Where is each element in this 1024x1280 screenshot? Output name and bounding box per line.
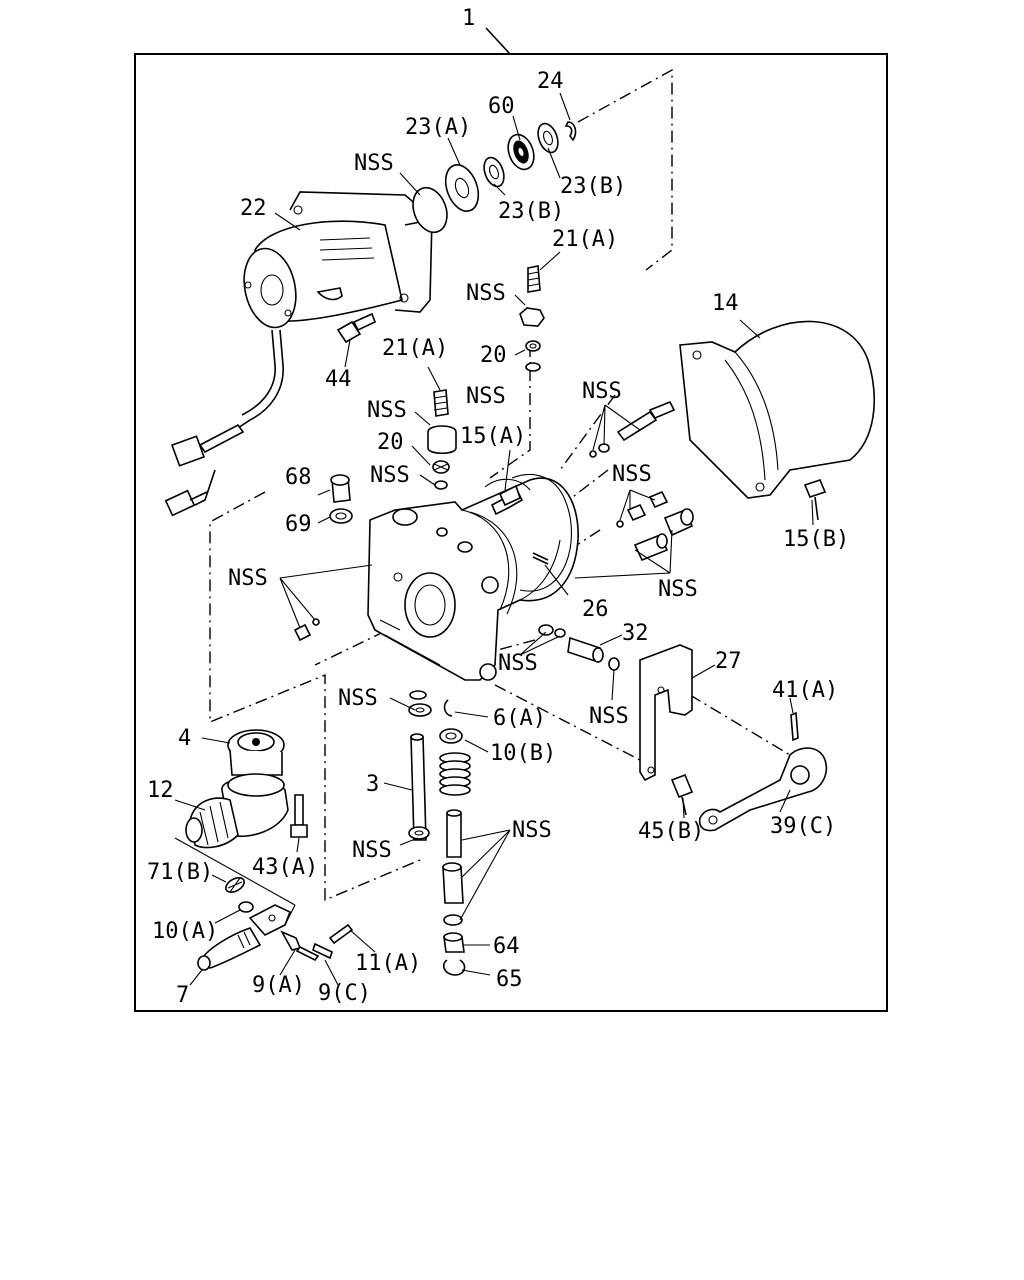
label-65: 65 [496, 967, 523, 992]
label-24: 24 [537, 69, 564, 94]
cap-4 [227, 729, 285, 776]
bracket-9 [248, 904, 354, 962]
lever-39c [698, 711, 827, 832]
label-nss-stack: NSS [512, 818, 552, 843]
label-1: 1 [462, 6, 475, 31]
label-nss-middle: NSS [498, 651, 538, 676]
label-44: 44 [325, 367, 352, 392]
label-39c: 39(C) [770, 814, 836, 839]
label-10b: 10(B) [490, 741, 556, 766]
left-plug-set [293, 618, 320, 642]
label-15a: 15(A) [460, 424, 526, 449]
label-69: 69 [285, 512, 312, 537]
label-nss-left: NSS [228, 566, 268, 591]
label-7: 7 [176, 983, 189, 1008]
label-27: 27 [715, 649, 742, 674]
label-nss-washer-lower: NSS [370, 463, 410, 488]
label-nss-fitting-lower: NSS [367, 398, 407, 423]
bottom-center-parts [408, 690, 463, 744]
label-23b-right: 23(B) [560, 174, 626, 199]
gasket-26 [511, 474, 572, 592]
label-20-upper: 20 [480, 343, 507, 368]
assembly-frame [134, 53, 888, 1012]
fitting-21a-upper [519, 265, 545, 372]
o-ring [412, 186, 448, 234]
label-nss-washer-upper: NSS [466, 384, 506, 409]
label-45b: 45(B) [638, 819, 704, 844]
spring-10b [439, 752, 471, 796]
label-22: 22 [240, 196, 267, 221]
label-nss-right: NSS [658, 577, 698, 602]
leader-lines [174, 92, 814, 986]
label-43a: 43(A) [252, 855, 318, 880]
label-nss-oring-32: NSS [589, 704, 629, 729]
label-15b: 15(B) [783, 527, 849, 552]
label-9c: 9(C) [318, 981, 371, 1006]
label-71b: 71(B) [147, 860, 213, 885]
label-64: 64 [493, 934, 520, 959]
label-nss-bottom: NSS [338, 686, 378, 711]
label-11a: 11(A) [355, 951, 421, 976]
hose-7 [197, 927, 262, 971]
label-68: 68 [285, 465, 312, 490]
label-nss-pin: NSS [582, 379, 622, 404]
washer-23b-1 [483, 156, 505, 188]
motor-22 [164, 191, 433, 517]
label-21a-lower: 21(A) [382, 336, 448, 361]
callout-labels: 1 24 60 23(A) 23(B) 23(B) NSS 22 21(A) N… [147, 6, 849, 1008]
label-12: 12 [147, 778, 174, 803]
label-3: 3 [366, 772, 379, 797]
label-nss-washer-3: NSS [352, 838, 392, 863]
washer-23a [444, 164, 480, 212]
bolt-44 [336, 312, 377, 344]
label-60: 60 [488, 94, 515, 119]
label-nss-oring: NSS [354, 151, 394, 176]
label-nss-springs: NSS [612, 462, 652, 487]
label-4: 4 [178, 726, 191, 751]
bracket-27 [639, 644, 693, 782]
bolt-43a [290, 794, 308, 838]
pump-body [367, 477, 579, 681]
connector-12 [185, 773, 289, 849]
label-23b-center: 23(B) [498, 199, 564, 224]
washer-23b-2 [537, 122, 559, 154]
label-6a: 6(A) [493, 706, 546, 731]
spring-set-right [616, 490, 694, 562]
label-23a: 23(A) [405, 115, 471, 140]
plug-68 [329, 474, 353, 524]
bolt-15b [803, 479, 827, 521]
pin-32 [538, 624, 620, 671]
label-41a: 41(A) [772, 678, 838, 703]
bolt-15a [484, 478, 531, 516]
label-14: 14 [712, 291, 739, 316]
housing-14 [679, 320, 876, 499]
label-nss-nut: NSS [466, 281, 506, 306]
fitting-21a-lower [427, 389, 457, 490]
label-26: 26 [582, 597, 609, 622]
label-32: 32 [622, 621, 649, 646]
label-20-lower: 20 [377, 430, 404, 455]
label-9a: 9(A) [252, 973, 305, 998]
pin-assembly-upper [589, 400, 676, 458]
label-10a: 10(A) [152, 919, 218, 944]
bolt-45b [670, 773, 694, 799]
washer-10a [238, 901, 254, 913]
snap-ring-24 [564, 121, 577, 142]
valve-stack [442, 809, 466, 976]
rod-3 [408, 733, 430, 841]
label-21a-upper: 21(A) [552, 227, 618, 252]
